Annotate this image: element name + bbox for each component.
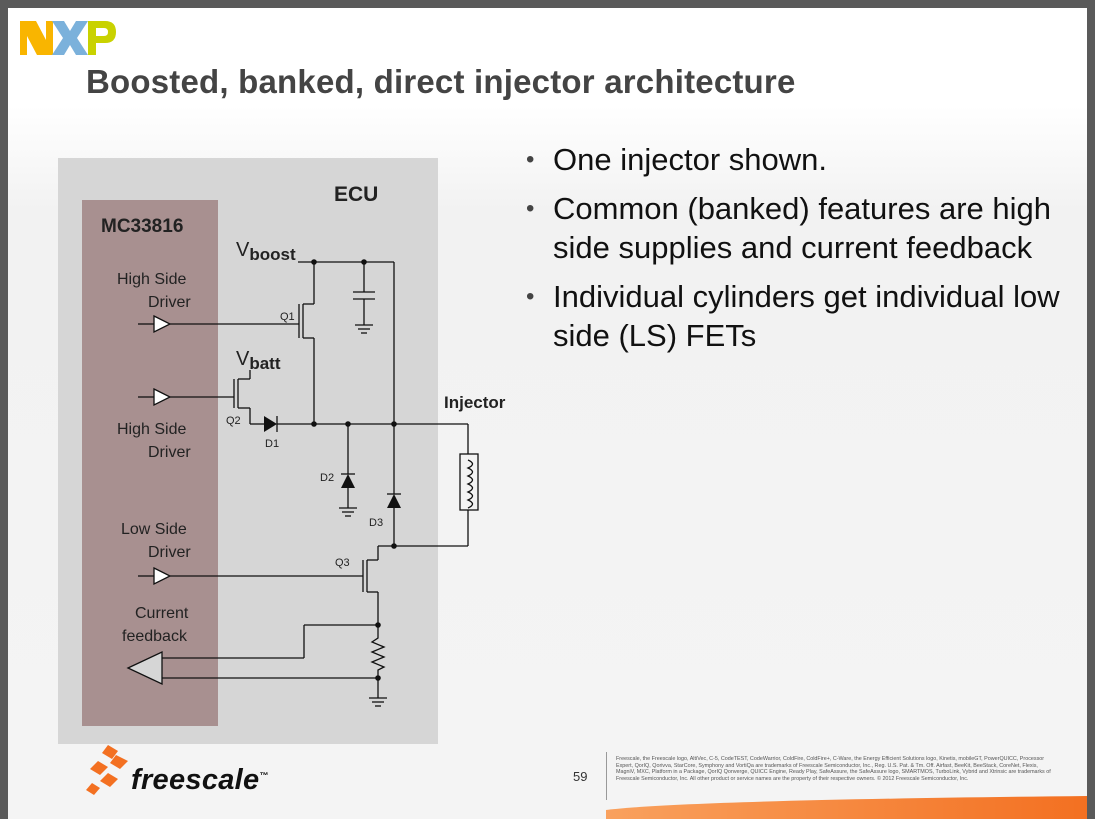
- chip-label: MC33816: [101, 216, 183, 237]
- legal-notice: Freescale, the Freescale logo, AltiVec, …: [616, 756, 1051, 782]
- injector-circuit-diagram: ECU MC33816 High Side Driver High Side D…: [58, 158, 506, 744]
- footer-divider: [606, 752, 607, 800]
- d1-label: D1: [265, 438, 279, 450]
- bullet-item: •One injector shown.: [526, 142, 827, 177]
- bullet-list: •One injector shown. •Common (banked) fe…: [520, 140, 1060, 365]
- bullet-item: •Individual cylinders get individual low…: [526, 279, 1060, 353]
- nxp-logo: [8, 8, 124, 68]
- current-feedback-line-2: feedback: [122, 628, 188, 645]
- high-side-driver-2-line-2: Driver: [148, 444, 191, 461]
- current-feedback-line-1: Current: [135, 605, 189, 622]
- footer-orange-swoosh: [606, 796, 1087, 819]
- d3-label: D3: [369, 517, 383, 529]
- mc33816-chip-box: [82, 200, 218, 726]
- d2-label: D2: [320, 472, 334, 484]
- low-side-driver-line-1: Low Side: [121, 521, 187, 538]
- high-side-driver-1-line-2: Driver: [148, 294, 191, 311]
- vboost-label: Vboost: [236, 239, 296, 264]
- slide: Boosted, banked, direct injector archite…: [8, 8, 1087, 819]
- bullet-dot-icon: •: [526, 195, 535, 222]
- junction-dots: [311, 259, 397, 681]
- injector-label: Injector: [444, 393, 506, 412]
- freescale-wordmark: freescale™: [131, 764, 269, 796]
- nxp-logo-icon: [20, 21, 116, 55]
- q2-label: Q2: [226, 415, 241, 427]
- bullet-item: •Common (banked) features are high side …: [526, 191, 1051, 265]
- slide-title: Boosted, banked, direct injector archite…: [86, 63, 796, 100]
- bullet-dot-icon: •: [526, 283, 535, 310]
- page-number: 59: [573, 769, 588, 784]
- bullet-dot-icon: •: [526, 146, 535, 173]
- high-side-driver-1-line-1: High Side: [117, 271, 186, 288]
- freescale-logo-icon: [86, 745, 128, 795]
- high-side-driver-2-line-1: High Side: [117, 421, 186, 438]
- q3-label: Q3: [335, 557, 350, 569]
- ecu-label: ECU: [334, 183, 378, 206]
- low-side-driver-line-2: Driver: [148, 544, 191, 561]
- vbatt-label: Vbatt: [236, 348, 281, 373]
- q1-label: Q1: [280, 311, 295, 323]
- diode-symbols: [264, 416, 401, 508]
